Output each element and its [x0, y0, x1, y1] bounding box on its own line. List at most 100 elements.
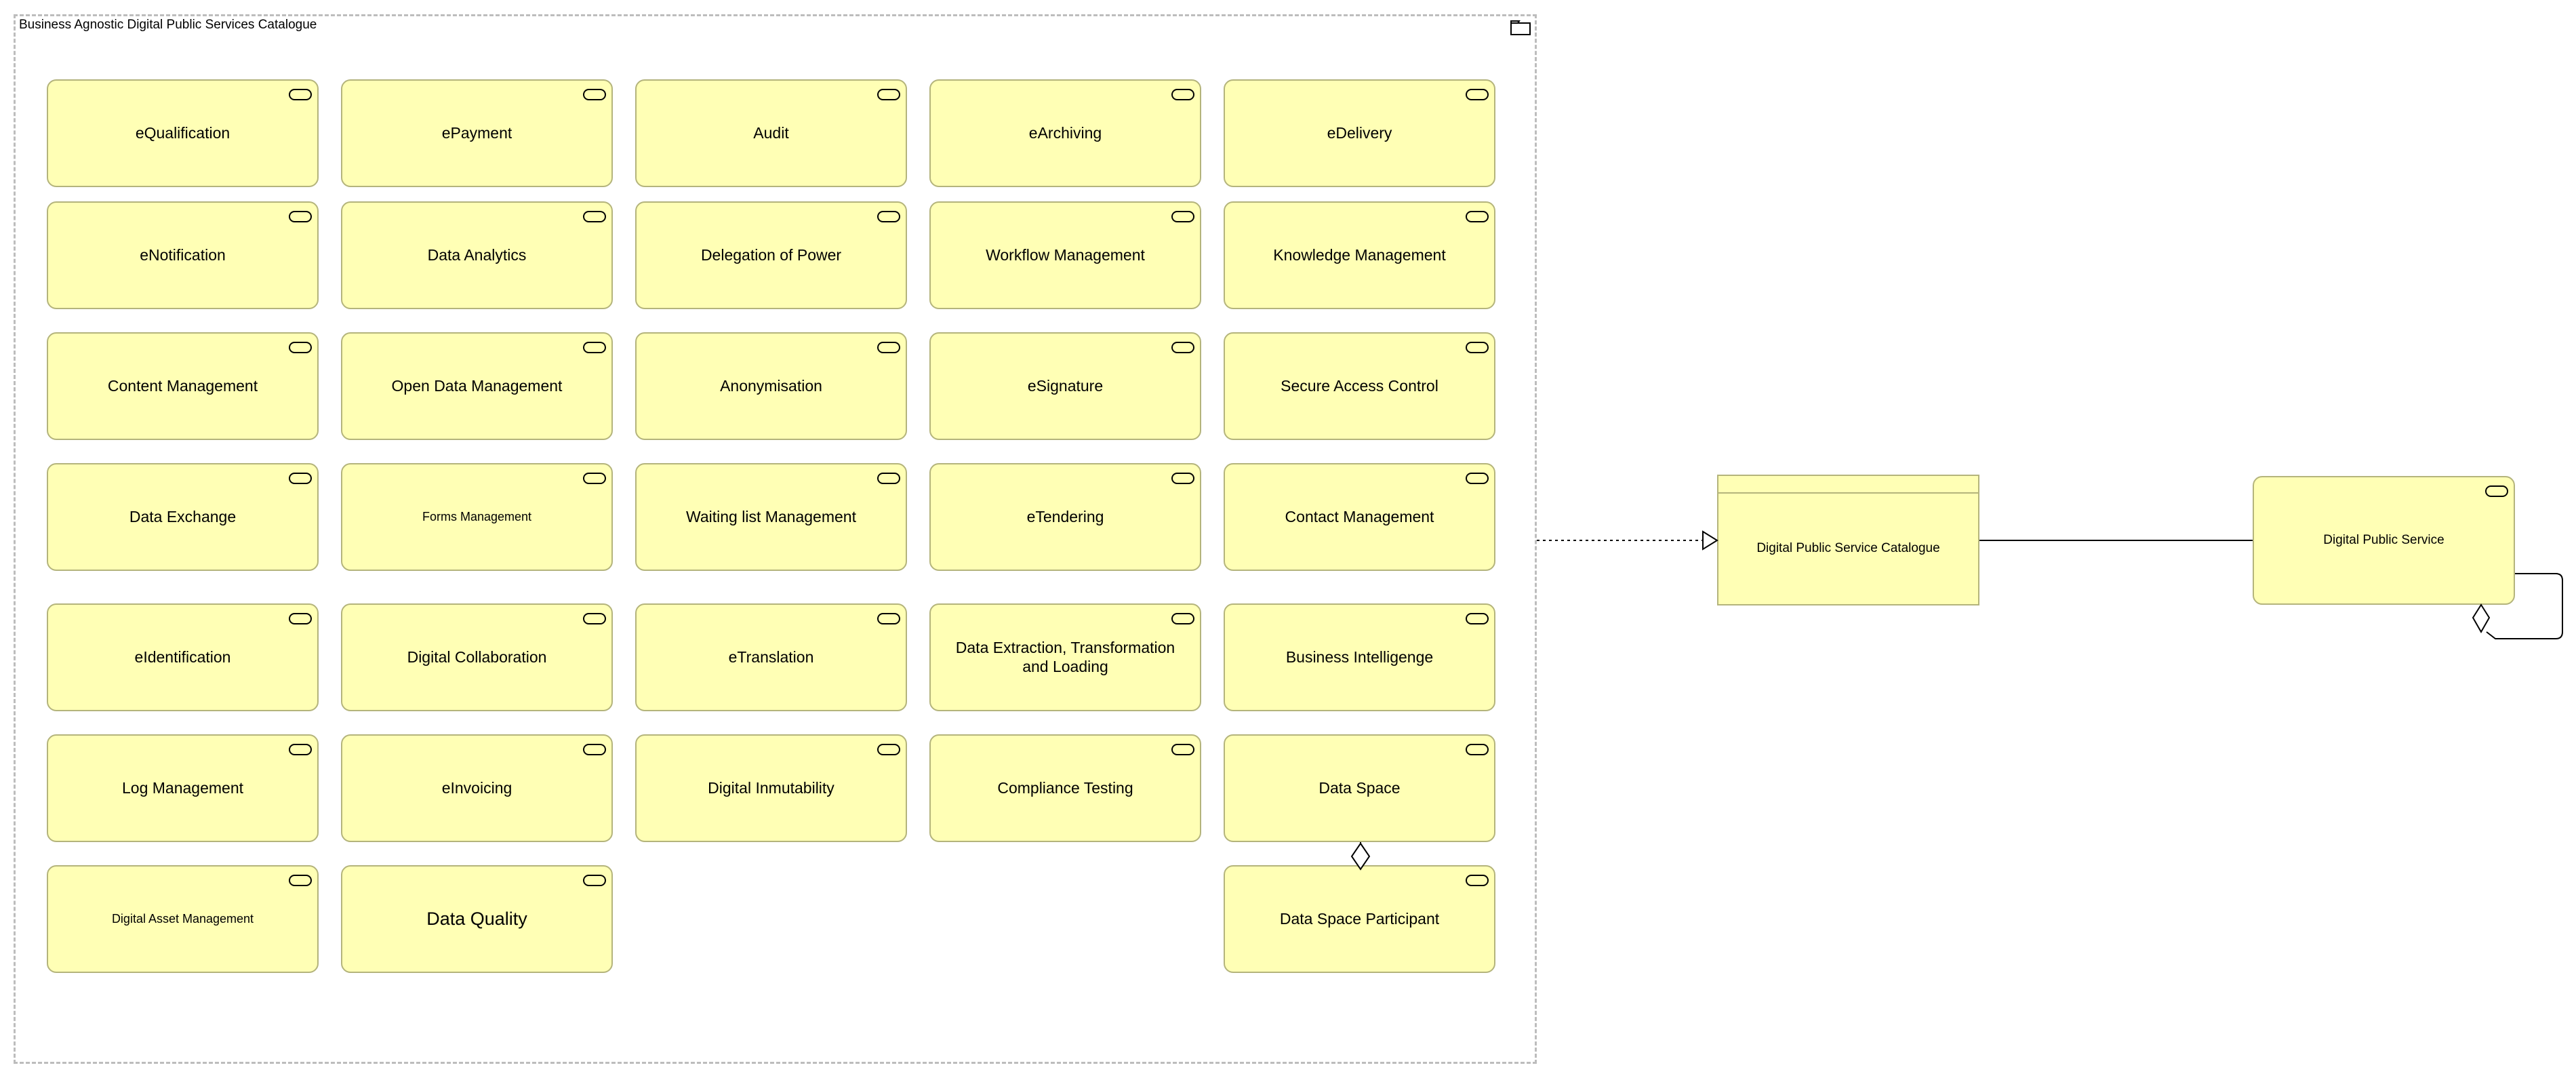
service-icon: [1171, 89, 1194, 100]
service-label: eInvoicing: [441, 778, 512, 797]
service-digital-inmutability[interactable]: Digital Inmutability: [635, 734, 907, 842]
digital-public-service[interactable]: Digital Public Service: [2253, 476, 2515, 605]
service-open-data-management[interactable]: Open Data Management: [341, 332, 613, 440]
service-icon: [877, 89, 900, 100]
service-label: Data Analytics: [427, 245, 527, 264]
service-label: eTendering: [1026, 507, 1104, 525]
service-label: Digital Inmutability: [708, 778, 834, 797]
service-label: Delegation of Power: [700, 245, 842, 264]
service-label: Contact Management: [1285, 507, 1434, 525]
service-label: Digital Collaboration: [407, 648, 547, 666]
service-earchiving[interactable]: eArchiving: [929, 79, 1201, 187]
service-equalification[interactable]: eQualification: [47, 79, 319, 187]
service-etendering[interactable]: eTendering: [929, 463, 1201, 571]
service-icon: [877, 342, 900, 353]
service-label: Audit: [753, 123, 789, 142]
service-edelivery[interactable]: eDelivery: [1224, 79, 1495, 187]
node-header-band: [1718, 476, 1978, 494]
service-eidentification[interactable]: eIdentification: [47, 603, 319, 711]
service-label: eSignature: [1027, 376, 1104, 395]
service-label: Anonymisation: [720, 376, 822, 395]
service-log-management[interactable]: Log Management: [47, 734, 319, 842]
service-label: Secure Access Control: [1281, 376, 1438, 395]
service-content-management[interactable]: Content Management: [47, 332, 319, 440]
service-icon: [583, 613, 606, 624]
service-icon: [289, 211, 312, 222]
service-secure-access-control[interactable]: Secure Access Control: [1224, 332, 1495, 440]
service-etranslation[interactable]: eTranslation: [635, 603, 907, 711]
service-epayment[interactable]: ePayment: [341, 79, 613, 187]
service-business-intelligence[interactable]: Business Intelligenge: [1224, 603, 1495, 711]
service-icon: [1171, 744, 1194, 755]
service-icon: [1171, 342, 1194, 353]
service-data-extraction-transformation-loading[interactable]: Data Extraction, Transformation and Load…: [929, 603, 1201, 711]
service-icon: [877, 613, 900, 624]
service-icon: [289, 744, 312, 755]
service-icon: [1466, 473, 1489, 484]
service-icon: [583, 473, 606, 484]
service-label: Data Space: [1319, 778, 1401, 797]
service-icon: [877, 744, 900, 755]
service-workflow-management[interactable]: Workflow Management: [929, 201, 1201, 309]
service-icon: [583, 89, 606, 100]
service-label: Knowledge Management: [1273, 245, 1446, 264]
service-icon: [289, 613, 312, 624]
service-label: eIdentification: [134, 648, 231, 666]
service-label: eNotification: [140, 245, 226, 264]
realization-arrowhead: [1702, 530, 1718, 551]
service-label: Data Space Participant: [1279, 909, 1440, 928]
digital-public-service-label: Digital Public Service: [2323, 533, 2444, 547]
service-label: Workflow Management: [986, 245, 1145, 264]
service-data-quality[interactable]: Data Quality: [341, 865, 613, 973]
service-icon: [2485, 485, 2508, 497]
service-icon: [289, 342, 312, 353]
service-contact-management[interactable]: Contact Management: [1224, 463, 1495, 571]
service-digital-collaboration[interactable]: Digital Collaboration: [341, 603, 613, 711]
service-label: Business Intelligenge: [1285, 648, 1434, 666]
service-icon: [1466, 744, 1489, 755]
service-icon: [289, 875, 312, 886]
group-title: Business Agnostic Digital Public Service…: [19, 18, 317, 32]
service-data-analytics[interactable]: Data Analytics: [341, 201, 613, 309]
service-waiting-list-management[interactable]: Waiting list Management: [635, 463, 907, 571]
service-data-exchange[interactable]: Data Exchange: [47, 463, 319, 571]
catalogue-label: Digital Public Service Catalogue: [1756, 540, 1940, 555]
service-label: ePayment: [441, 123, 512, 142]
service-label: Open Data Management: [391, 376, 563, 395]
service-data-space[interactable]: Data Space: [1224, 734, 1495, 842]
service-delegation-of-power[interactable]: Delegation of Power: [635, 201, 907, 309]
service-label: Digital Asset Management: [111, 911, 254, 926]
service-icon: [1466, 211, 1489, 222]
service-label: Forms Management: [422, 509, 532, 523]
service-icon: [1171, 211, 1194, 222]
service-esignature[interactable]: eSignature: [929, 332, 1201, 440]
service-icon: [289, 89, 312, 100]
service-icon: [583, 211, 606, 222]
service-icon: [583, 342, 606, 353]
service-einvoicing[interactable]: eInvoicing: [341, 734, 613, 842]
service-audit[interactable]: Audit: [635, 79, 907, 187]
service-icon: [1466, 89, 1489, 100]
services-catalogue-group[interactable]: [14, 14, 1537, 1064]
service-icon: [877, 211, 900, 222]
service-digital-asset-management[interactable]: Digital Asset Management: [47, 865, 319, 973]
service-knowledge-management[interactable]: Knowledge Management: [1224, 201, 1495, 309]
service-icon: [1466, 342, 1489, 353]
service-label: eQualification: [135, 123, 230, 142]
service-label: Data Exchange: [129, 507, 237, 525]
service-enotification[interactable]: eNotification: [47, 201, 319, 309]
service-label: Data Quality: [426, 909, 527, 930]
service-icon: [1171, 613, 1194, 624]
service-icon: [583, 875, 606, 886]
digital-public-service-catalogue[interactable]: Digital Public Service Catalogue: [1717, 475, 1979, 605]
service-data-space-participant[interactable]: Data Space Participant: [1224, 865, 1495, 973]
service-anonymisation[interactable]: Anonymisation: [635, 332, 907, 440]
service-compliance-testing[interactable]: Compliance Testing: [929, 734, 1201, 842]
self-aggregation-diamond: [2472, 603, 2491, 634]
service-icon: [1466, 875, 1489, 886]
service-label: Waiting list Management: [686, 507, 856, 525]
service-icon: [583, 744, 606, 755]
service-label: Compliance Testing: [997, 778, 1133, 797]
service-forms-management[interactable]: Forms Management: [341, 463, 613, 571]
service-label: Log Management: [121, 778, 243, 797]
